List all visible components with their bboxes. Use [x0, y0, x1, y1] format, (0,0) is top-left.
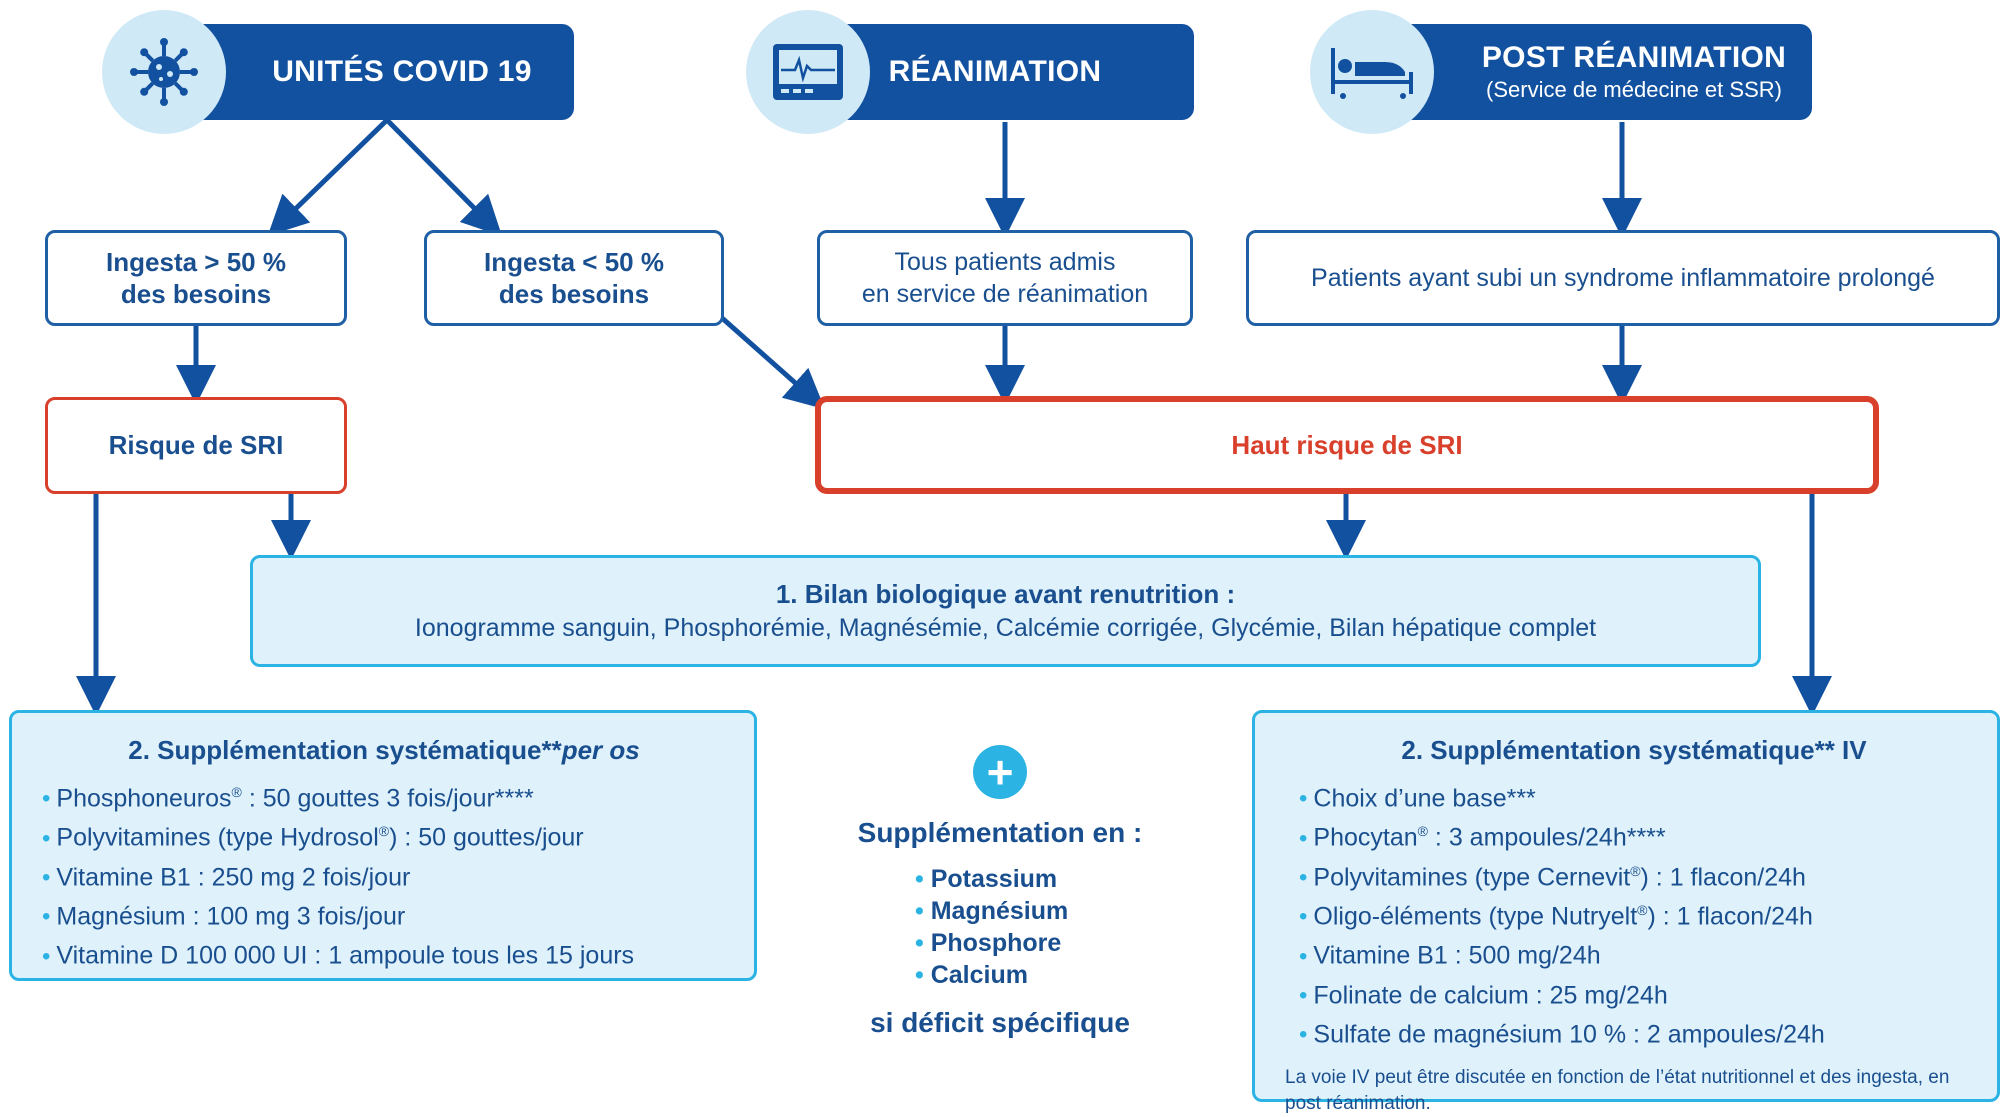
- iv-item: Polyvitamines (type Cernevit®) : 1 flaco…: [1299, 855, 1969, 894]
- virus-icon-circle: [102, 10, 226, 134]
- haut-risque-sri-box: Haut risque de SRI: [815, 396, 1879, 494]
- iv-title: 2. Supplémentation systématique** IV: [1401, 735, 1867, 765]
- virus-icon: [130, 38, 198, 106]
- ingesta-low-line1: Ingesta < 50 %: [484, 247, 664, 277]
- header-post-title: POST RÉANIMATION: [1481, 41, 1787, 74]
- per-os-list: Phosphoneuros® : 50 gouttes 3 fois/jour*…: [42, 776, 726, 973]
- per-os-item: Vitamine B1 : 250 mg 2 fois/jour: [42, 855, 726, 894]
- center-list: • Potassium • Magnésium • Phosphore • Ca…: [885, 863, 1115, 991]
- iv-item: Folinate de calcium : 25 mg/24h: [1299, 973, 1969, 1012]
- rea-patients-box: Tous patients admis en service de réanim…: [817, 230, 1193, 326]
- arrow-covid-right: [385, 118, 503, 237]
- ingesta-high-line1: Ingesta > 50 %: [106, 247, 286, 277]
- header-post-subtitle: (Service de médecine et SSR): [1486, 77, 1782, 102]
- supplementation-iv-panel: 2. Supplémentation systématique** IV Cho…: [1252, 710, 2000, 1114]
- bed-icon-circle: [1310, 10, 1434, 134]
- center-footer: si déficit spécifique: [870, 1007, 1130, 1038]
- per-os-item: Vitamine D 100 000 UI : 1 ampoule tous l…: [42, 933, 726, 972]
- header-covid: UNITÉS COVID 19: [200, 24, 574, 120]
- center-item: • Calcium: [915, 961, 1028, 989]
- per-os-title: 2. Supplémentation systématique**per os: [42, 735, 726, 766]
- ingesta-low-line2: des besoins: [498, 279, 650, 309]
- iv-item: Sulfate de magnésium 10 % : 2 ampoules/2…: [1299, 1012, 1969, 1051]
- risque-sri-box: Risque de SRI: [45, 397, 347, 494]
- rea-patients-line2: en service de réanimation: [861, 280, 1149, 308]
- haut-risque-sri-label: Haut risque de SRI: [1231, 429, 1463, 460]
- ingesta-low-box: Ingesta < 50 % des besoins: [424, 230, 724, 326]
- risque-sri-label: Risque de SRI: [108, 430, 284, 460]
- per-os-item: Phosphoneuros® : 50 gouttes 3 fois/jour*…: [42, 776, 726, 815]
- center-item: • Phosphore: [915, 929, 1062, 957]
- iv-item: Vitamine B1 : 500 mg/24h: [1299, 933, 1969, 972]
- iv-item: Phocytan® : 3 ampoules/24h****: [1299, 815, 1969, 854]
- hospital-bed-icon: [1331, 48, 1413, 99]
- iv-note: La voie IV peut être discutée en fonctio…: [1285, 1067, 1950, 1115]
- center-supplementation: + Supplémentation en : • Potassium • Mag…: [790, 745, 1210, 1039]
- bilan-panel: 1. Bilan biologique avant renutrition : …: [250, 555, 1761, 667]
- per-os-title-main: 2. Supplémentation systématique**: [128, 735, 562, 765]
- arrow-ingesta-lt-diag: [720, 316, 825, 410]
- header-reanimation: RÉANIMATION: [812, 24, 1194, 120]
- monitor-icon-circle: [746, 10, 870, 134]
- header-post-reanimation: POST RÉANIMATION (Service de médecine et…: [1396, 24, 1812, 120]
- center-title: Supplémentation en :: [857, 817, 1143, 848]
- post-patients-text: Patients ayant subi un syndrome inflamma…: [1311, 264, 1935, 292]
- ingesta-high-box: Ingesta > 50 % des besoins: [45, 230, 347, 326]
- bilan-text: Ionogramme sanguin, Phosphorémie, Magnés…: [414, 614, 1597, 642]
- ingesta-high-line2: des besoins: [120, 279, 272, 309]
- iv-item: Oligo-éléments (type Nutryelt®) : 1 flac…: [1299, 894, 1969, 933]
- center-item: • Magnésium: [915, 897, 1069, 925]
- per-os-item: Magnésium : 100 mg 3 fois/jour: [42, 894, 726, 933]
- iv-list: Choix d’une base*** Phocytan® : 3 ampoul…: [1299, 776, 1969, 1051]
- arrow-covid-left: [267, 118, 389, 236]
- bilan-title: 1. Bilan biologique avant renutrition :: [775, 579, 1236, 609]
- header-rea-title: RÉANIMATION: [888, 55, 1102, 88]
- post-patients-box: Patients ayant subi un syndrome inflamma…: [1246, 230, 2000, 326]
- header-covid-title: UNITÉS COVID 19: [272, 55, 532, 88]
- center-item: • Potassium: [915, 865, 1058, 893]
- plus-icon: +: [973, 745, 1027, 799]
- per-os-item: Polyvitamines (type Hydrosol®) : 50 gout…: [42, 815, 726, 854]
- per-os-title-em: per os: [561, 735, 640, 765]
- monitor-icon: [773, 44, 843, 100]
- supplementation-per-os-panel: 2. Supplémentation systématique**per os …: [9, 710, 757, 981]
- rea-patients-line1: Tous patients admis: [894, 248, 1116, 276]
- iv-item: Choix d’une base***: [1299, 776, 1969, 815]
